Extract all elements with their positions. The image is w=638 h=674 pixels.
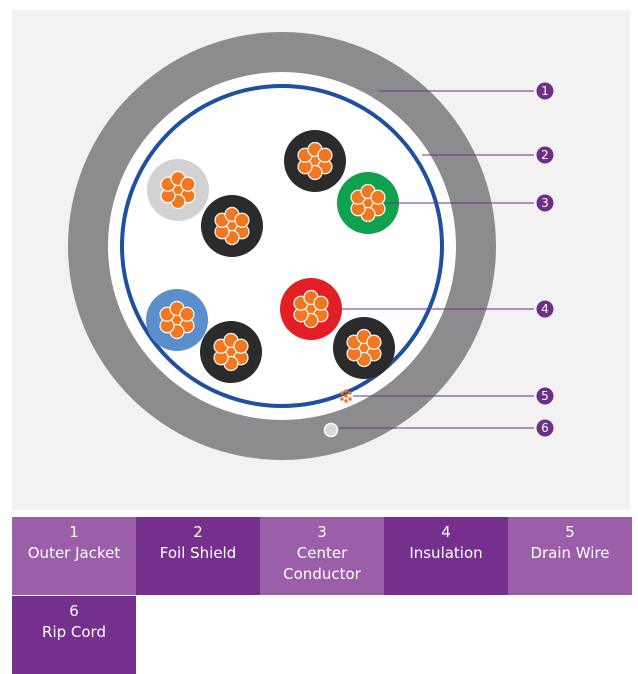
legend-number: 5 (565, 523, 575, 541)
callout-center-conductor: 3 (387, 194, 554, 212)
callout-number: 4 (541, 302, 549, 316)
center-conductor-strand (317, 147, 333, 163)
callout-drain-wire: 5 (353, 387, 554, 405)
drain-wire (340, 389, 352, 403)
drain-wire-strand (348, 397, 352, 401)
legend-number: 2 (193, 523, 203, 541)
callout-insulation: 4 (340, 300, 554, 318)
drain-wire-strand (344, 399, 348, 403)
callout-number: 5 (541, 389, 549, 403)
drain-wire-strand (344, 394, 348, 398)
legend-label: Center Conductor (283, 544, 361, 583)
jacket-inner-wall (108, 72, 456, 420)
callout-number: 6 (541, 421, 549, 435)
drain-wire-strand (344, 389, 348, 393)
center-conductor-strand (180, 176, 196, 192)
callout-marker (536, 146, 554, 164)
callout-number: 2 (541, 148, 549, 162)
insulated-wire (337, 172, 399, 234)
cable-cross-section-panel: 1 2 3 4 5 6 (12, 10, 630, 510)
legend-number: 1 (69, 523, 79, 541)
center-conductor-strand (366, 334, 382, 350)
callout-number: 1 (541, 84, 549, 98)
legend-label: Rip Cord (42, 623, 106, 641)
callout-marker (536, 82, 554, 100)
callout-number: 3 (541, 196, 549, 210)
center-conductor-strand (179, 306, 195, 322)
callout-marker (536, 194, 554, 212)
insulated-wire (333, 317, 395, 379)
center-conductor-strand (313, 295, 329, 311)
drain-wire-strand (348, 391, 352, 395)
center-conductor-strand (234, 212, 250, 228)
cable-cross-section-diagram: 1 2 3 4 5 6 (68, 32, 554, 460)
drain-wire-strand (340, 397, 344, 401)
callout-outer-jacket: 1 (379, 82, 554, 100)
insulated-wire (200, 321, 262, 383)
insulated-wire (284, 130, 346, 192)
callout-rip-cord: 6 (339, 419, 554, 437)
legend-number: 3 (317, 523, 327, 541)
legend-label: Outer Jacket (27, 544, 121, 562)
callout-marker (536, 387, 554, 405)
center-conductor-strand (233, 338, 249, 354)
drain-wire-strand (340, 391, 344, 395)
callout-marker (536, 300, 554, 318)
insulated-wire (201, 195, 263, 257)
legend-number: 4 (441, 523, 451, 541)
insulated-wire (280, 278, 342, 340)
insulated-wire (146, 289, 208, 351)
legend-label: Drain Wire (530, 544, 610, 562)
legend-number: 6 (69, 602, 79, 620)
center-conductor-strand (370, 189, 386, 205)
rip-cord (323, 422, 339, 438)
callout-marker (536, 419, 554, 437)
insulated-wire (147, 159, 209, 221)
callout-foil-shield: 2 (422, 146, 554, 164)
legend-label: Insulation (409, 544, 483, 562)
legend-label: Foil Shield (159, 544, 237, 562)
foil-shield (120, 84, 444, 408)
